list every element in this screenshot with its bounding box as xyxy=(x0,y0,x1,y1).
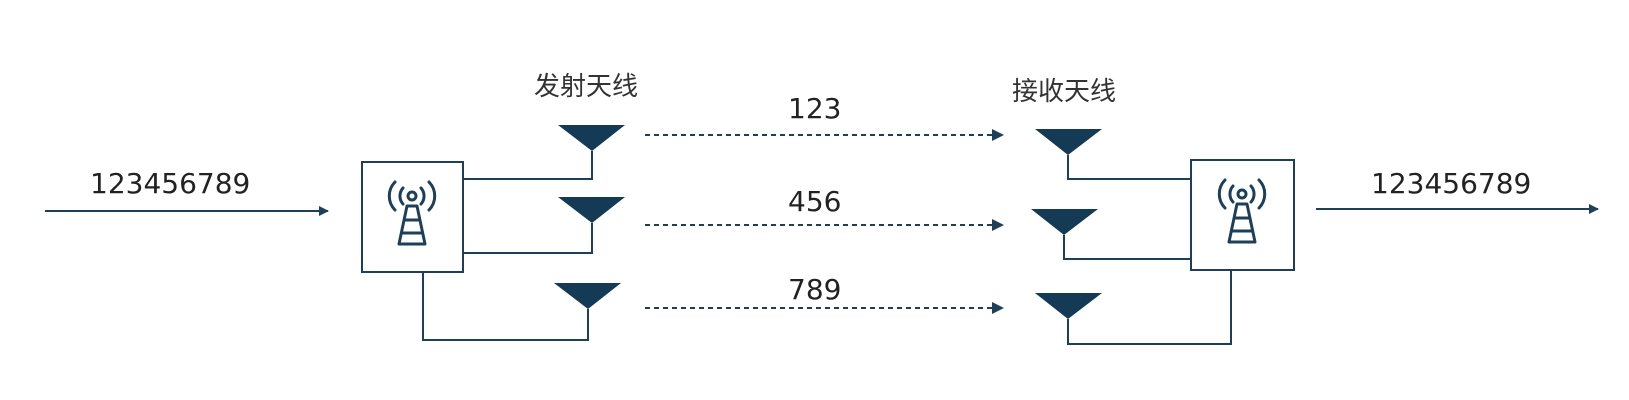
tx-wire-2 xyxy=(463,223,593,254)
rx-wire-3 xyxy=(1067,270,1232,345)
tx-antenna-3 xyxy=(554,283,621,309)
rx-antennas-label: 接收天线 xyxy=(1012,77,1116,107)
rx-antenna-3 xyxy=(1035,293,1102,319)
input-bits-label: 123456789 xyxy=(90,167,250,200)
tx-wire-3 xyxy=(422,272,589,341)
rx-wire-2 xyxy=(1063,235,1191,260)
stream-label-2: 456 xyxy=(788,185,841,218)
rx-wire-1 xyxy=(1067,155,1191,180)
rx-antenna-1 xyxy=(1035,129,1102,155)
rx-antenna-2 xyxy=(1031,209,1098,235)
stream-label-1: 123 xyxy=(788,92,841,125)
output-bits-label: 123456789 xyxy=(1371,167,1531,200)
tx-antennas-label: 发射天线 xyxy=(534,72,638,102)
tx-antenna-2 xyxy=(558,197,625,223)
stream-label-3: 789 xyxy=(788,273,841,306)
tx-wire-1 xyxy=(463,151,593,180)
transmitter-box xyxy=(361,161,464,273)
receiver-box xyxy=(1190,159,1295,271)
tx-antenna-1 xyxy=(558,125,625,151)
